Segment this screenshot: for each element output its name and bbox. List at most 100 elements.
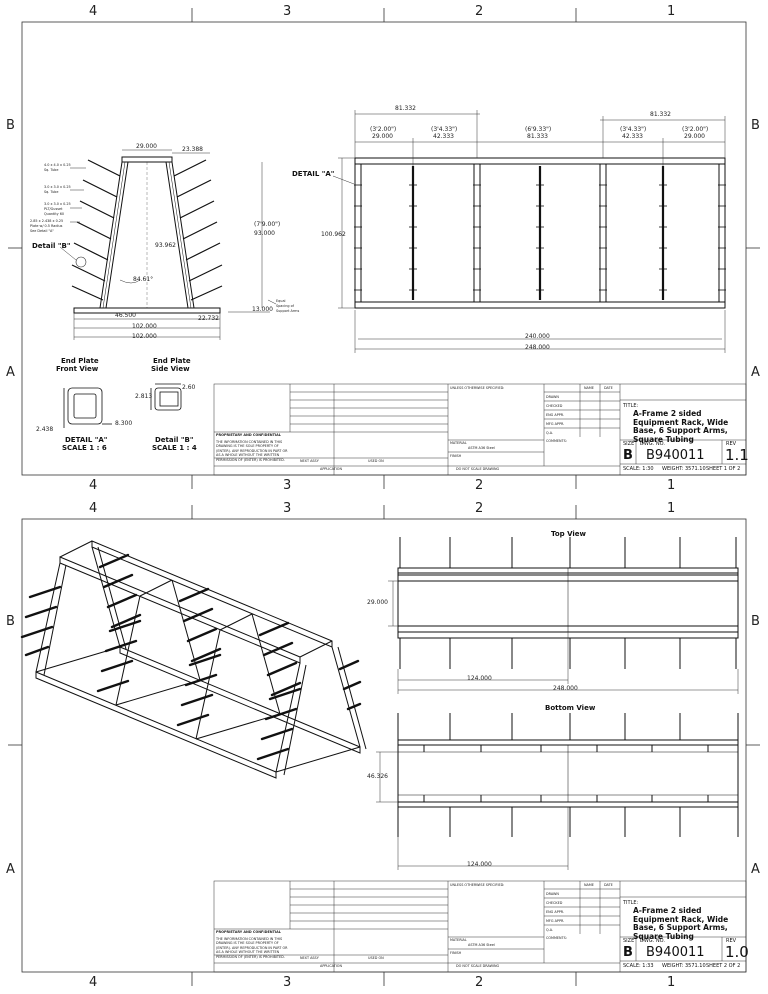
dim-label: (3'2.00") xyxy=(370,126,397,133)
zone-col-3: 3 xyxy=(283,501,292,516)
end-plate-side-label: End Plate xyxy=(153,357,191,365)
dim-label: 248.000 xyxy=(553,685,578,692)
zone-row-a-right: A xyxy=(751,365,760,380)
dim-label: 124.000 xyxy=(467,861,492,868)
tb-qa: Q.A. xyxy=(546,431,554,435)
dim-label: 93.962 xyxy=(155,242,176,249)
tb-size: B xyxy=(623,945,633,960)
tb-application: APPLICATION xyxy=(320,964,342,968)
zone-col-4: 4 xyxy=(89,501,98,516)
tb-scale: SCALE: 1:30 xyxy=(623,466,654,472)
tb-size-label: SIZE xyxy=(623,441,635,447)
note: 3.0 x 3.0 x 0.25 xyxy=(44,202,71,206)
zone-col-1: 1 xyxy=(667,501,676,516)
zone-row-a: A xyxy=(6,862,15,877)
detail-a-drawing xyxy=(63,387,112,428)
dim-label: 42.333 xyxy=(433,133,454,140)
zone-col-4-bottom: 4 xyxy=(89,975,98,990)
front-view-arms xyxy=(411,166,665,300)
tb-size: B xyxy=(623,448,633,463)
tb-title: A-Frame 2 sided Equipment Rack, Wide Bas… xyxy=(633,906,729,941)
top-view-label: Top View xyxy=(551,530,587,538)
tb-prop-title: PROPRIETARY AND CONFIDENTIAL xyxy=(216,930,281,934)
tb-weight: WEIGHT: 3571.10 xyxy=(662,466,706,472)
zone-row-b-right: B xyxy=(751,118,760,133)
note: Plate w/ 0.5 Radius xyxy=(30,224,63,228)
dim-label: 8.300 xyxy=(115,420,133,427)
tb-comments: COMMENTS: xyxy=(546,936,567,940)
dim-label: 29.000 xyxy=(367,599,388,606)
zone-col-3: 3 xyxy=(283,4,292,19)
bottom-view-dimension-lines xyxy=(376,751,569,870)
tb-name: NAME xyxy=(584,883,594,887)
support-arms-left xyxy=(71,159,121,301)
zone-col-2: 2 xyxy=(475,501,484,516)
tb-finish-label: FINISH xyxy=(450,951,462,955)
tb-dwg-no: B940011 xyxy=(646,945,705,960)
sheet-1-graphics xyxy=(8,8,760,489)
zone-row-b: B xyxy=(6,118,15,133)
front-view xyxy=(354,157,726,309)
detail-a-callout: DETAIL "A" xyxy=(292,170,335,178)
front-view-arm-ticks xyxy=(354,184,726,291)
detail-b-callout: Detail "B" xyxy=(32,242,71,250)
tb-material: ASTM A36 Steel xyxy=(468,943,495,947)
note: See Detail "A" xyxy=(30,229,54,233)
dim-label: 84.61° xyxy=(133,276,154,283)
tb-sheet: SHEET 1 OF 2 xyxy=(706,466,741,472)
tb-drawn: DRAWN xyxy=(546,892,559,896)
note: Equal xyxy=(276,299,286,303)
tb-checked: CHECKED xyxy=(546,404,563,408)
tb-dwg-no: B940011 xyxy=(646,448,705,463)
dim-label: (6'9.33") xyxy=(525,126,552,133)
dim-label: 81.332 xyxy=(395,105,416,112)
tb-material: ASTM A36 Steel xyxy=(468,446,495,450)
note: PLT/Gusset xyxy=(44,207,63,211)
tb-title: A-Frame 2 sided Equipment Rack, Wide Bas… xyxy=(633,409,729,444)
tb-eng: ENG APPR. xyxy=(546,910,565,914)
tb-application: APPLICATION xyxy=(320,467,342,471)
zone-col-2-bottom: 2 xyxy=(475,975,484,990)
zone-col-1-bottom: 1 xyxy=(667,478,676,493)
tb-unless: UNLESS OTHERWISE SPECIFIED: xyxy=(450,883,505,887)
side-view-dimension-lines xyxy=(59,149,277,340)
dim-label: 29.000 xyxy=(136,143,157,150)
dim-label: 102.000 xyxy=(132,333,157,340)
tb-checked: CHECKED xyxy=(546,901,563,905)
tb-used-on: USED ON xyxy=(368,956,384,960)
zone-col-2: 2 xyxy=(475,4,484,19)
zone-col-1-bottom: 1 xyxy=(667,975,676,990)
dim-label: 102.000 xyxy=(132,323,157,330)
tb-unless: UNLESS OTHERWISE SPECIFIED: xyxy=(450,386,505,390)
dim-label: 46.326 xyxy=(367,773,388,780)
title-block-2-grid xyxy=(213,880,747,973)
tb-next-assy: NEXT ASSY xyxy=(300,956,319,960)
tb-rev: 1.1 xyxy=(725,446,749,464)
support-arms-right xyxy=(173,159,223,301)
end-plate-front-label-2: Front View xyxy=(56,365,99,373)
dim-label: 81.332 xyxy=(650,111,671,118)
tb-mfg: MFG APPR. xyxy=(546,919,565,923)
bottom-view-arms xyxy=(423,713,709,837)
tb-sheet: SHEET 2 OF 2 xyxy=(706,963,741,969)
detail-b-scale: SCALE 1 : 4 xyxy=(152,444,197,452)
detail-a-title: DETAIL "A" xyxy=(65,436,108,444)
zone-row-b-right: B xyxy=(751,614,760,629)
isometric-arms-right xyxy=(98,553,362,711)
detail-b-drawing xyxy=(150,383,182,411)
zone-row-a: A xyxy=(6,365,15,380)
tb-scale: SCALE: 1:33 xyxy=(623,963,654,969)
dim-label: (3'4.33") xyxy=(620,126,647,133)
note: Sq. Tube xyxy=(44,168,59,172)
tb-prop-text: THE INFORMATION CONTAINED IN THIS DRAWIN… xyxy=(216,440,288,462)
isometric-view xyxy=(35,540,367,779)
front-view-dimension-lines xyxy=(332,110,726,353)
tb-comments: COMMENTS: xyxy=(546,439,567,443)
tb-next-assy: NEXT ASSY xyxy=(300,459,319,463)
tb-eng: ENG APPR. xyxy=(546,413,565,417)
dim-label: 23.388 xyxy=(182,146,203,153)
tb-finish-label: FINISH xyxy=(450,454,462,458)
tb-title-label: TITLE: xyxy=(623,900,639,906)
drawing-sheet-2: 4 3 2 1 4 3 2 1 B A B A Top View 29.000 … xyxy=(0,497,768,994)
tb-name: NAME xyxy=(584,386,594,390)
